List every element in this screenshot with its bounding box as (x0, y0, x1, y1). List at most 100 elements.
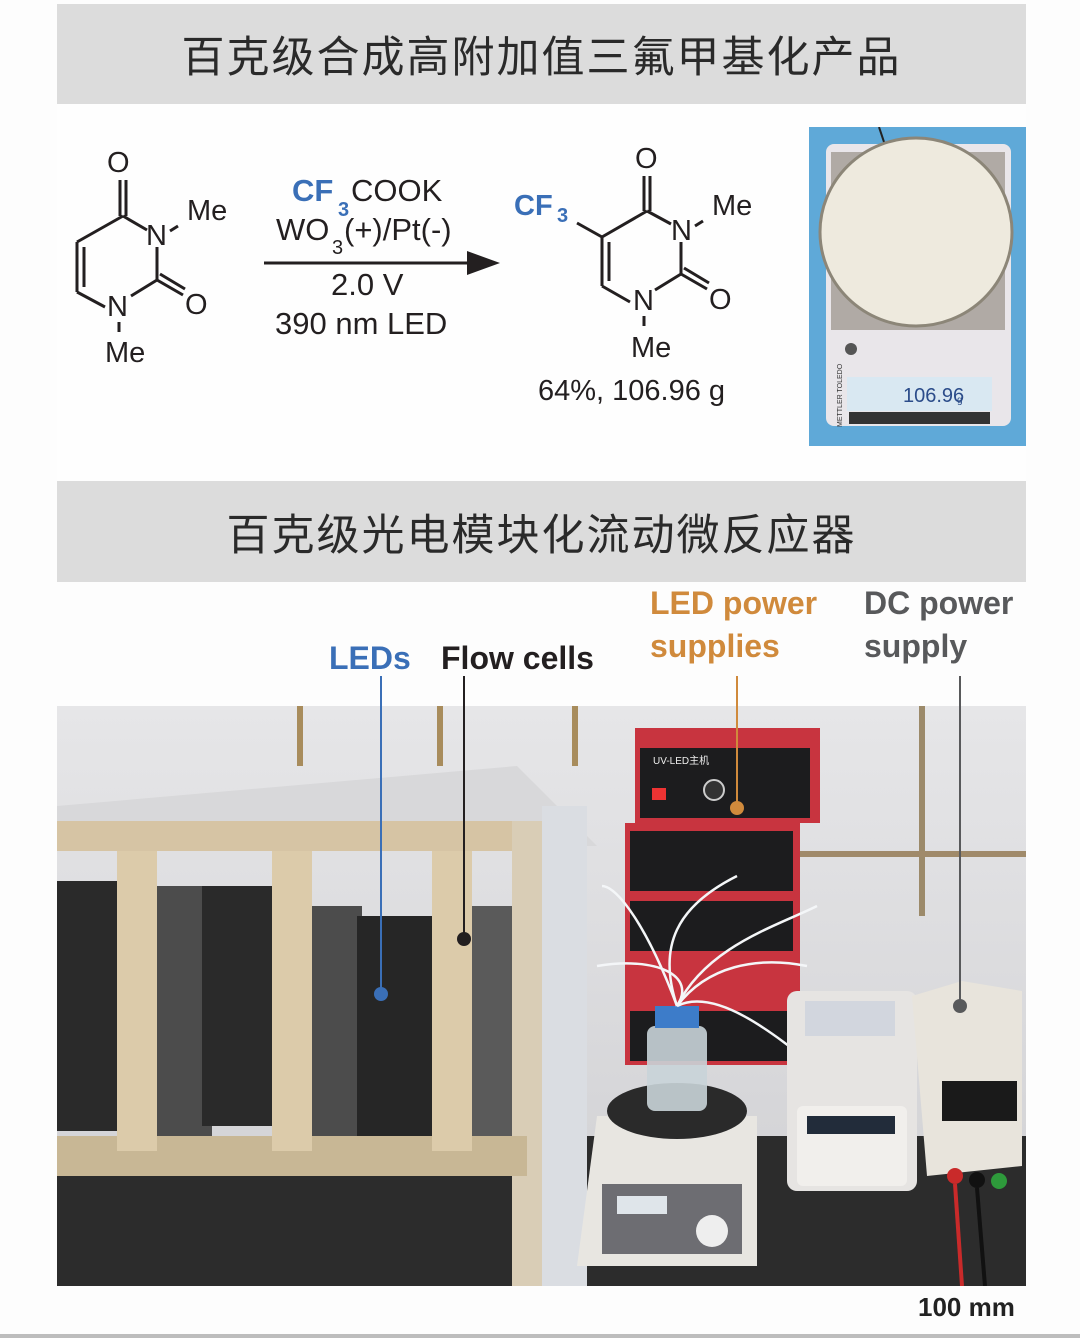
balance-photo: 106.96 g METTLER TOLEDO (809, 127, 1026, 446)
terminal-black (969, 1172, 985, 1188)
led-power-supply-label: UV-LED主机 (653, 754, 709, 767)
peristaltic-pump (787, 991, 917, 1191)
atom-o-right: O (709, 284, 732, 316)
level-indicator (845, 343, 857, 355)
bond-c2-o-double (683, 266, 710, 285)
atom-n1: N (633, 285, 654, 317)
pointer-dot-flow-cells (457, 932, 471, 946)
label-flow-cells: Flow cells (441, 640, 594, 676)
support-rod (437, 706, 443, 766)
terminal-green (991, 1173, 1007, 1189)
label-dc-power-line2: supply (864, 628, 968, 664)
led-power-supply-panel (630, 901, 793, 951)
label-leds: LEDs (329, 640, 411, 676)
electrodes-wo: WO (276, 212, 329, 247)
bond-n3-me (169, 224, 179, 233)
stirrer-knob (696, 1215, 728, 1247)
bond-c5-cf3 (576, 221, 603, 239)
led-power-supply-panel (630, 831, 793, 891)
atom-o-right: O (185, 289, 208, 321)
balance-reading: 106.96 (903, 385, 964, 407)
balance-display (847, 377, 992, 411)
flow-cell-modules (57, 851, 512, 1151)
bond-c6-n1 (76, 290, 106, 309)
atom-n3-methyl: Me (712, 190, 752, 222)
bond-n3-me (694, 219, 704, 228)
dc-supply-body (912, 981, 1022, 1176)
dc-supply-display (942, 1081, 1017, 1121)
flow-cell (472, 906, 512, 1136)
condition-light: 390 nm LED (275, 306, 447, 341)
stirrer-display (617, 1196, 667, 1214)
pointer-dot-dc-power (953, 999, 967, 1013)
support-rod (919, 706, 925, 916)
atom-n3: N (146, 220, 167, 252)
led-power-supply-stack: UV-LED主机 (625, 728, 820, 1065)
led-module (202, 886, 282, 1126)
reactor-illustration: UV-LED主机 (57, 706, 1026, 1286)
atom-n1: N (107, 291, 128, 323)
frame-upright (117, 851, 157, 1151)
reagent-cook: COOK (351, 173, 443, 208)
balance-illustration: 106.96 g METTLER TOLEDO (809, 127, 1026, 446)
red-lead-wire (953, 1183, 964, 1286)
pump-label-strip (807, 1116, 895, 1134)
bottle-body (647, 1026, 707, 1111)
atom-o-top: O (107, 147, 130, 179)
pointer-dot-leds (374, 987, 388, 1001)
product-yield: 64%, 106.96 g (538, 375, 725, 407)
frame-corner-post (512, 821, 542, 1286)
reservoir-bottle (647, 1006, 707, 1111)
frame-front-beam (57, 821, 527, 851)
balance-brand: METTLER TOLEDO (837, 363, 844, 427)
reaction-scheme-svg: O N Me N Me O CF 3 COOK WO 3 (+)/Pt(-) 2… (75, 143, 752, 407)
bond-c6-n1 (601, 284, 631, 304)
bond-c4-n3 (646, 209, 672, 226)
petri-dish-product (818, 136, 1014, 328)
support-rod (572, 706, 578, 766)
magnetic-stirrer (577, 1083, 757, 1266)
product-atoms: CF 3 O N Me N Me O 64%, 106.96 g (514, 143, 752, 407)
frame-upright (432, 851, 472, 1151)
atom-cf3: CF (514, 190, 553, 222)
electrodes-subscript: 3 (332, 237, 343, 259)
atom-n3: N (671, 215, 692, 247)
atom-n1-methyl: Me (105, 337, 145, 369)
bond-c2-n1 (130, 278, 158, 298)
section-title-synthesis-text: 百克级合成高附加值三氟甲基化产品 (181, 33, 902, 83)
atom-n1-methyl: Me (631, 332, 671, 364)
reactant-atoms: O N Me N Me O (105, 147, 227, 369)
bond-c2-o-double (159, 272, 186, 291)
atom-n3-methyl: Me (187, 195, 227, 227)
section-title-synthesis: 百克级合成高附加值三氟甲基化产品 (57, 4, 1026, 104)
label-led-power-line1: LED power (650, 585, 818, 621)
annotation-pointers (374, 706, 967, 1013)
bottle-cap (655, 1006, 699, 1028)
electrodes-rest: (+)/Pt(-) (344, 212, 452, 247)
led-module (357, 916, 432, 1136)
bond-c4-c5 (601, 209, 648, 239)
balance-keypad (849, 412, 990, 424)
label-dc-power-line1: DC power (864, 585, 1014, 621)
bond-c4-c5 (76, 214, 124, 244)
bond-c4-n3 (122, 214, 148, 232)
pointer-stems (380, 676, 961, 708)
reagent-cf3: CF (292, 173, 333, 208)
frame-upright (272, 851, 312, 1151)
black-lead-wire (975, 1187, 987, 1286)
bond-c2-o (680, 272, 708, 291)
support-rod-horizontal (797, 851, 1026, 857)
led-power-supply-panel (640, 748, 810, 818)
reactor-annotations: LEDs Flow cells LED power supplies DC po… (0, 582, 1080, 706)
power-switch (652, 788, 666, 800)
pointer-dot-led-power (730, 801, 744, 815)
tubing (596, 874, 828, 1077)
bond-c2-n1 (654, 272, 682, 292)
reactor-photo: UV-LED主机 (57, 706, 1026, 1286)
frame-side-panel (542, 806, 587, 1286)
reagent-cf3-subscript: 3 (338, 199, 349, 221)
bottom-strip (0, 1334, 1080, 1338)
atom-o-top: O (635, 143, 658, 175)
terminal-red (947, 1168, 963, 1184)
reaction-arrow-head (467, 251, 500, 275)
